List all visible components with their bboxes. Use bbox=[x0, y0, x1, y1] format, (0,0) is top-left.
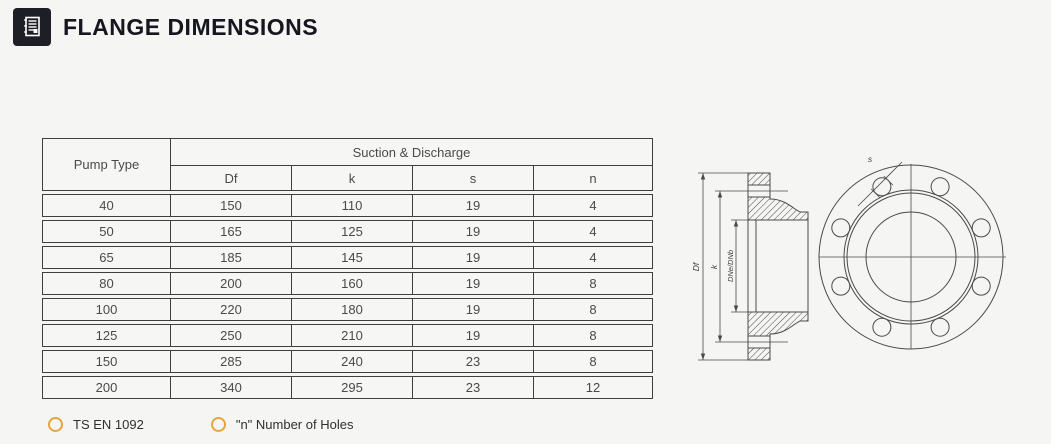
cell-pump-type: 100 bbox=[43, 299, 171, 320]
cell-s: 19 bbox=[413, 325, 534, 346]
cell-pump-type: 150 bbox=[43, 351, 171, 372]
note-holes-label: "n" Number of Holes bbox=[235, 417, 354, 432]
cell-s: 23 bbox=[413, 377, 534, 398]
dimension-label-df: Df bbox=[691, 261, 701, 271]
cell-pump-type: 50 bbox=[43, 221, 171, 242]
note-holes: "n" Number of Holes bbox=[210, 417, 354, 432]
table-row: 65 185 145 19 4 bbox=[42, 246, 653, 269]
cell-k: 125 bbox=[292, 221, 413, 242]
cell-df: 200 bbox=[171, 273, 292, 294]
cell-df: 165 bbox=[171, 221, 292, 242]
cell-pump-type: 125 bbox=[43, 325, 171, 346]
cell-df: 220 bbox=[171, 299, 292, 320]
column-header-k: k bbox=[292, 166, 413, 190]
cell-k: 240 bbox=[292, 351, 413, 372]
table-row: 100 220 180 19 8 bbox=[42, 298, 653, 321]
cell-s: 19 bbox=[413, 299, 534, 320]
cell-k: 110 bbox=[292, 195, 413, 216]
cell-pump-type: 65 bbox=[43, 247, 171, 268]
cell-s: 19 bbox=[413, 273, 534, 294]
table-row: 50 165 125 19 4 bbox=[42, 220, 653, 243]
table-row: 150 285 240 23 8 bbox=[42, 350, 653, 373]
cell-pump-type: 80 bbox=[43, 273, 171, 294]
flange-dimensions-table: Pump Type Suction & Discharge Df k s n 4… bbox=[42, 138, 653, 399]
cell-df: 340 bbox=[171, 377, 292, 398]
cell-n: 4 bbox=[589, 250, 597, 265]
column-header-df: Df bbox=[171, 166, 292, 190]
cell-df: 185 bbox=[171, 247, 292, 268]
orange-ring-icon bbox=[210, 417, 226, 432]
page-title: FLANGE DIMENSIONS bbox=[63, 13, 319, 40]
cell-k: 295 bbox=[292, 377, 413, 398]
cell-n: 8 bbox=[589, 302, 597, 317]
cell-n: 12 bbox=[585, 380, 601, 395]
table-row: 40 150 110 19 4 bbox=[42, 194, 653, 217]
cell-df: 150 bbox=[171, 195, 292, 216]
table-body: 40 150 110 19 4 50 165 125 19 4 65 185 1… bbox=[42, 194, 653, 399]
table-row: 80 200 160 19 8 bbox=[42, 272, 653, 295]
header-suction-discharge: Suction & Discharge bbox=[171, 139, 652, 166]
page-header: FLANGE DIMENSIONS bbox=[13, 8, 318, 46]
flange-technical-drawing: Df k DNe/DNb s bbox=[688, 140, 1018, 375]
table-row: 125 250 210 19 8 bbox=[42, 324, 653, 347]
cell-n: 8 bbox=[589, 354, 597, 369]
cell-k: 210 bbox=[292, 325, 413, 346]
cell-s: 19 bbox=[413, 221, 534, 242]
cell-s: 19 bbox=[413, 247, 534, 268]
cell-k: 145 bbox=[292, 247, 413, 268]
column-header-n: n bbox=[589, 170, 597, 186]
dimension-label-k: k bbox=[709, 264, 719, 269]
cell-n: 8 bbox=[589, 328, 597, 343]
cell-pump-type: 200 bbox=[43, 377, 171, 398]
dimension-label-hole: s bbox=[868, 154, 873, 164]
footnotes: TS EN 1092 "n" Number of Holes bbox=[48, 417, 353, 432]
note-standard-label: TS EN 1092 bbox=[73, 417, 144, 432]
header-pump-type: Pump Type bbox=[43, 139, 171, 190]
cell-n: 4 bbox=[589, 224, 597, 239]
column-header-s: s bbox=[413, 166, 534, 190]
cell-pump-type: 40 bbox=[43, 195, 171, 216]
cell-n: 8 bbox=[589, 276, 597, 291]
cell-df: 250 bbox=[171, 325, 292, 346]
cell-k: 160 bbox=[292, 273, 413, 294]
note-standard: TS EN 1092 bbox=[48, 417, 144, 432]
orange-ring-icon bbox=[48, 417, 63, 432]
dimension-label-bore: DNe/DNb bbox=[726, 250, 735, 282]
cell-s: 23 bbox=[413, 351, 534, 372]
table-row: 200 340 295 23 12 bbox=[42, 376, 653, 399]
cell-df: 285 bbox=[171, 351, 292, 372]
cell-k: 180 bbox=[292, 299, 413, 320]
cell-s: 19 bbox=[413, 195, 534, 216]
cell-n: 4 bbox=[589, 198, 597, 213]
catalog-icon bbox=[13, 8, 51, 46]
table-header: Pump Type Suction & Discharge Df k s n bbox=[42, 138, 653, 191]
